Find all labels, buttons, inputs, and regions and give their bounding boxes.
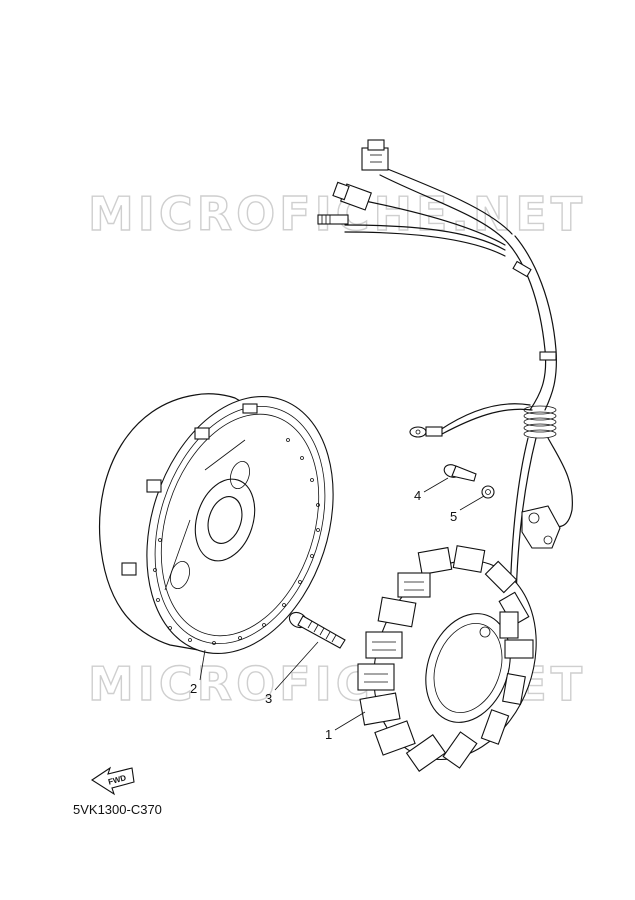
callout-2: 2 bbox=[190, 681, 198, 696]
ground-terminal bbox=[409, 426, 443, 438]
wire-harness bbox=[344, 167, 573, 601]
callout-4: 4 bbox=[414, 488, 422, 503]
callout-1: 1 bbox=[325, 727, 333, 742]
callout-3: 3 bbox=[265, 691, 273, 706]
rotor-flywheel bbox=[98, 393, 334, 655]
stator-assembly bbox=[357, 545, 537, 772]
fwd-arrow-icon: FWD bbox=[90, 766, 135, 796]
wire-coil bbox=[523, 405, 557, 439]
diagram-code: 5VK1300-C370 bbox=[73, 802, 162, 817]
washer bbox=[481, 485, 495, 499]
bullet-connector bbox=[317, 214, 349, 225]
pickup-coil bbox=[521, 505, 561, 549]
bolt bbox=[288, 611, 346, 649]
connector-middle bbox=[332, 181, 372, 211]
callout-5: 5 bbox=[450, 509, 458, 524]
screw bbox=[443, 464, 477, 482]
leader-lines bbox=[199, 477, 485, 731]
connector-top bbox=[361, 139, 389, 171]
